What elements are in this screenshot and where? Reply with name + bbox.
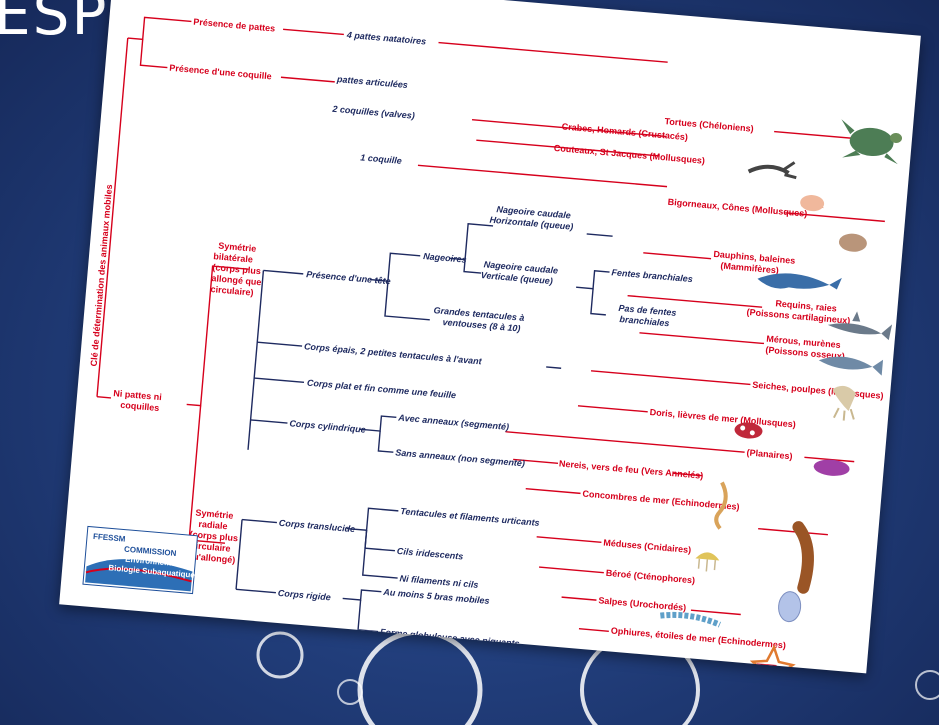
node-pas-fentes-1: Pas de fentes [618, 303, 677, 318]
sea-cucumber-icon [792, 521, 814, 594]
dolphin-icon [757, 273, 842, 290]
lobster-icon [747, 161, 797, 180]
node-2-coquilles: 2 coquilles (valves) [331, 104, 415, 121]
node-presence-tete: Présence d'une tête [306, 269, 391, 286]
flatworm-icon [813, 459, 850, 476]
svg-text:(corps plus: (corps plus [189, 529, 238, 543]
node-sans-anneaux: Sans anneaux (non segmenté) [395, 447, 525, 468]
node-corps-translucide: Corps translucide [278, 518, 355, 535]
node-cils-iridescents: Cils iridescents [397, 546, 464, 562]
result-beroe: Béroé (Cténophores) [605, 568, 695, 586]
svg-text:circulaire: circulaire [190, 540, 231, 553]
svg-text:circulaire): circulaire) [210, 284, 254, 298]
node-symetrie-bilaterale: Symétrie bilatérale (corps plus allongé … [210, 241, 262, 298]
cone-shell-icon [838, 233, 867, 252]
jellyfish-icon [695, 552, 720, 572]
navy-connectors [235, 223, 613, 633]
shark-icon [827, 311, 893, 341]
result-couteaux: Couteaux, St Jacques (Mollusques) [554, 143, 706, 166]
node-corps-epais: Corps épais, 2 petites tentacules à l'av… [304, 341, 483, 366]
result-meduses: Méduses (Cnidaires) [603, 538, 692, 555]
node-pattes-articulees: pattes articulées [336, 74, 409, 90]
worm-icon [714, 481, 728, 530]
result-doris: Doris, lièvres de mer (Mollusques) [649, 407, 796, 429]
squid-icon [832, 385, 857, 421]
svg-text:qu'allongé): qu'allongé) [187, 551, 235, 565]
logo-name: FFESSM [93, 532, 126, 544]
node-nageoires: Nageoires [423, 251, 467, 265]
result-planaires: (Planaires) [746, 447, 793, 461]
logo-commission: COMMISSION [124, 545, 177, 558]
result-dauphins-2: (Mammifères) [720, 261, 779, 276]
node-ni-pattes-line2: coquilles [120, 400, 160, 413]
ffessm-logo: FFESSM COMMISSION Environnement et Biolo… [82, 525, 200, 595]
red-connectors [96, 16, 892, 667]
node-tentacules-filaments: Tentacules et filaments urticants [400, 506, 540, 528]
result-bigorneaux: Bigorneaux, Cônes (Mollusques) [667, 197, 807, 219]
scallop-icon [800, 195, 825, 212]
node-corps-rigide: Corps rigide [277, 588, 331, 602]
svg-text:Symétrie: Symétrie [195, 508, 234, 521]
svg-text:bilatérale: bilatérale [213, 251, 253, 264]
result-ophiures: Ophiures, étoiles de mer (Echinodermes) [610, 625, 786, 650]
svg-text:(corps plus: (corps plus [212, 262, 261, 276]
result-nereis: Nereis, vers de feu (Vers Annelés) [559, 458, 704, 480]
node-presence-pattes: Présence de pattes [193, 17, 276, 34]
node-fentes-branchiales: Fentes branchiales [611, 267, 693, 284]
result-concombres: Concombres de mer (Echinodermes) [582, 489, 740, 512]
result-salpes: Salpes (Urochordés) [598, 595, 687, 612]
fish-icon [818, 356, 884, 376]
svg-text:Symétrie: Symétrie [218, 241, 257, 254]
node-5-bras: Au moins 5 bras mobiles [382, 587, 490, 606]
node-presence-coquille: Présence d'une coquille [169, 63, 272, 82]
node-symetrie-radiale: Symétrie radiale (corps plus circulaire … [187, 508, 238, 566]
turtle-icon [841, 119, 903, 165]
node-ni-pattes-line1: Ni pattes ni [113, 388, 162, 402]
node-ni-filaments: Ni filaments ni cils [399, 573, 479, 590]
comb-jelly-icon [778, 591, 802, 623]
svg-text:allongé que: allongé que [211, 273, 262, 287]
salp-icon [660, 611, 721, 628]
nudibranch-icon [734, 422, 763, 439]
identification-key-card: Clé de détermination des animaux mobiles… [59, 0, 921, 674]
starfish-icon [749, 644, 796, 674]
node-1-coquille: 1 coquille [360, 152, 402, 166]
node-avec-anneaux: Avec anneaux (segmenté) [397, 412, 509, 432]
node-corps-cylindrique: Corps cylindrique [289, 418, 366, 434]
svg-text:radiale: radiale [198, 519, 228, 531]
node-pas-fentes-2: branchiales [619, 314, 670, 328]
result-seiches: Seiches, poulpes (Mollusques) [752, 380, 884, 401]
identification-key-diagram: Clé de détermination des animaux mobiles… [82, 16, 903, 674]
node-4-pattes: 4 pattes natatoires [345, 30, 426, 47]
node-corps-plat: Corps plat et fin comme une feuille [307, 378, 457, 401]
